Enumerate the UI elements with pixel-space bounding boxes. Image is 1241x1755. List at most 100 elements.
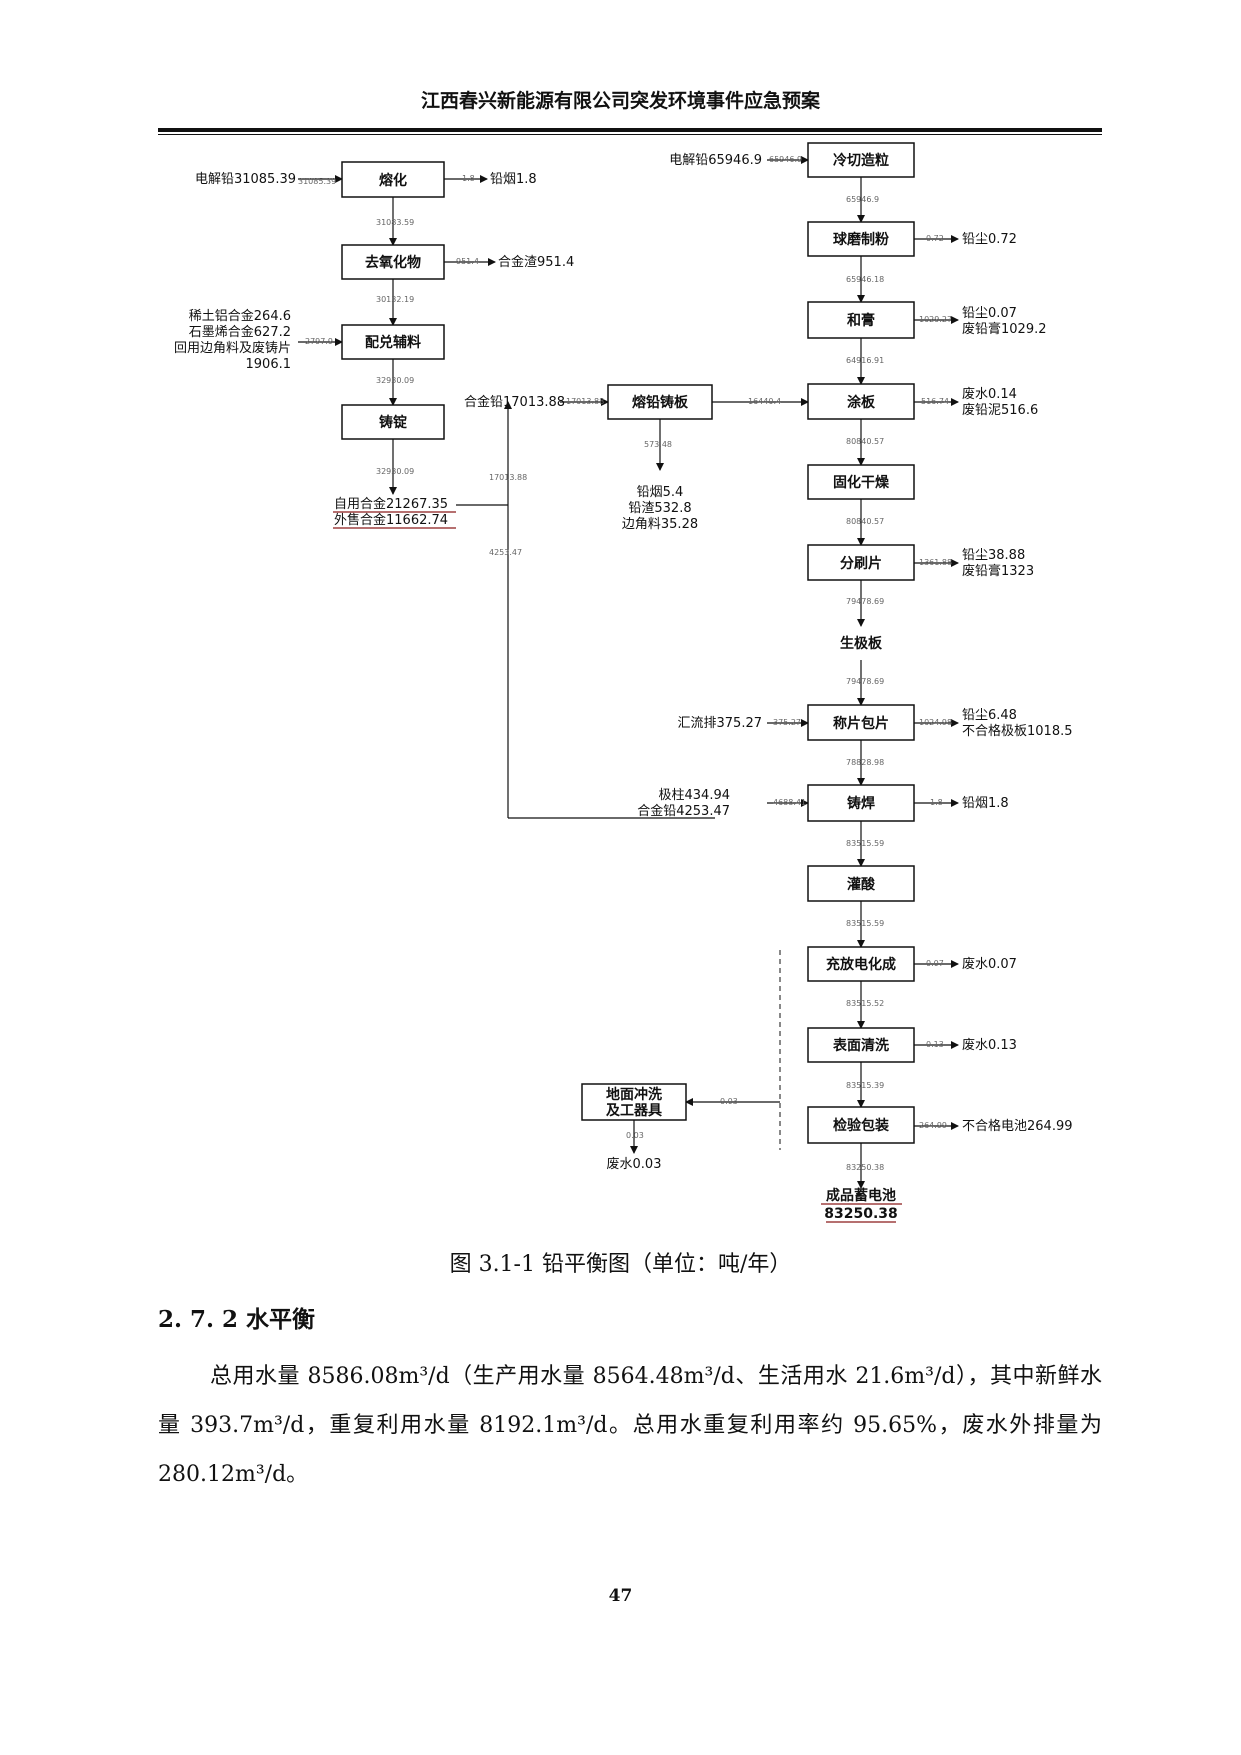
svg-text:31083.59: 31083.59 [376, 218, 414, 227]
input-mix-2: 石墨烯合金627.2 [189, 324, 291, 340]
svg-text:4253.47: 4253.47 [489, 548, 522, 557]
output-coat-1: 废水0.14 [962, 386, 1017, 402]
product-label: 成品蓄电池 [826, 1187, 896, 1204]
output-clean: 废水0.13 [962, 1037, 1017, 1053]
box-cut [807, 544, 915, 581]
svg-text:1.8: 1.8 [462, 174, 475, 183]
svg-text:1029.27: 1029.27 [919, 315, 952, 324]
box-cold-cut-label: 冷切造粒 [833, 152, 889, 169]
box-pack [807, 1106, 915, 1144]
box-wrap-label: 称片包片 [833, 715, 889, 732]
svg-text:516.74: 516.74 [921, 397, 949, 406]
svg-text:0.07: 0.07 [926, 959, 944, 968]
svg-text:83515.59: 83515.59 [846, 839, 884, 848]
sold-alloy: 外售合金11662.74 [334, 512, 448, 528]
output-cast-2: 铅渣532.8 [628, 501, 691, 516]
box-wrap [807, 704, 915, 741]
svg-text:65946.18: 65946.18 [846, 275, 884, 284]
output-ball-mill: 铅尘0.72 [962, 232, 1017, 247]
box-ground-label-1: 地面冲洗 [606, 1086, 662, 1103]
output-weld: 铅烟1.8 [962, 796, 1009, 811]
box-cold-cut [807, 142, 915, 178]
output-charge: 废水0.07 [962, 956, 1017, 972]
svg-text:80840.57: 80840.57 [846, 437, 884, 446]
raw-plate-label: 生极板 [840, 635, 883, 652]
input-weld-1: 极柱434.94 [659, 788, 731, 803]
figure-caption: 图 3.1-1 铅平衡图（单位：吨/年） [449, 1252, 792, 1277]
input-cold-cut: 电解铅65946.9 [669, 153, 762, 168]
output-melt: 铅烟1.8 [490, 172, 537, 187]
box-cure-label: 固化干燥 [833, 474, 890, 491]
box-coat [807, 383, 915, 420]
box-ball-mill-label: 球磨制粉 [833, 231, 889, 248]
svg-text:32930.09: 32930.09 [376, 467, 414, 476]
box-weld [807, 784, 915, 822]
box-paste-label: 和膏 [847, 312, 875, 329]
section-title: 2. 7. 2 水平衡 [158, 1306, 316, 1333]
svg-text:65946.9: 65946.9 [846, 195, 879, 204]
box-melt-label: 熔化 [379, 172, 407, 189]
output-paste-2: 废铅膏1029.2 [962, 321, 1047, 337]
input-weld-2: 合金铅4253.47 [637, 803, 730, 819]
svg-text:573.48: 573.48 [644, 440, 672, 449]
body-paragraph: 总用水量 8586.08m³/d（生产用水量 8564.48m³/d、生活用水 … [158, 1364, 1102, 1487]
box-ground-label-2: 及工器具 [606, 1103, 662, 1119]
svg-text:1.8: 1.8 [930, 798, 943, 807]
box-pack-label: 检验包装 [833, 1117, 890, 1134]
svg-text:83515.59: 83515.59 [846, 919, 884, 928]
output-ground: 废水0.03 [607, 1156, 662, 1172]
svg-text:31085.39: 31085.39 [298, 177, 336, 186]
box-coat-label: 涂板 [847, 394, 876, 411]
svg-text:0.72: 0.72 [926, 234, 944, 243]
output-wrap-1: 铅尘6.48 [962, 708, 1017, 723]
output-oxide: 合金渣951.4 [498, 254, 574, 270]
box-ingot [341, 404, 445, 440]
svg-text:16440.4: 16440.4 [748, 397, 781, 406]
output-cast-1: 铅烟5.4 [637, 485, 684, 500]
input-cast-plate: 合金铅17013.88 [464, 394, 565, 410]
input-mix-3: 回用边角料及废铸片 [174, 340, 291, 356]
input-wrap: 汇流排375.27 [678, 716, 763, 731]
box-acid [807, 865, 915, 902]
svg-text:951.4: 951.4 [456, 257, 479, 266]
box-cut-label: 分刷片 [840, 555, 882, 572]
page-number: 47 [608, 1586, 633, 1606]
output-wrap-2: 不合格极板1018.5 [962, 723, 1073, 739]
box-oxide [341, 244, 445, 280]
svg-text:0.13: 0.13 [926, 1040, 944, 1049]
input-mix-4: 1906.1 [246, 357, 292, 372]
svg-text:78828.98: 78828.98 [846, 758, 884, 767]
svg-text:1024.98: 1024.98 [919, 718, 952, 727]
box-ball-mill [807, 221, 915, 257]
page-header: 江西春兴新能源有限公司突发环境事件应急预案 [420, 90, 820, 112]
svg-text:83515.52: 83515.52 [846, 999, 884, 1008]
input-mix-1: 稀土铝合金264.6 [189, 308, 291, 324]
svg-text:80840.57: 80840.57 [846, 517, 884, 526]
box-melt [341, 161, 445, 198]
svg-text:83250.38: 83250.38 [846, 1163, 884, 1172]
svg-text:2797.9: 2797.9 [305, 337, 333, 346]
input-melt: 电解铅31085.39 [195, 172, 296, 187]
svg-text:264.99: 264.99 [919, 1121, 947, 1130]
svg-text:1361.88: 1361.88 [919, 558, 952, 567]
header-rule-thick [158, 128, 1102, 132]
box-paste [807, 301, 915, 339]
box-oxide-label: 去氧化物 [365, 254, 421, 271]
product-value: 83250.38 [824, 1206, 898, 1222]
box-ingot-label: 铸锭 [379, 414, 407, 431]
output-cut-2: 废铅膏1323 [962, 563, 1034, 579]
box-clean-label: 表面清洗 [832, 1037, 889, 1054]
svg-text:79478.69: 79478.69 [846, 677, 884, 686]
box-acid-label: 灌酸 [847, 876, 876, 893]
box-cast-plate [607, 384, 713, 420]
box-mix-label: 配兑辅料 [365, 334, 421, 351]
svg-text:0.03: 0.03 [626, 1131, 644, 1140]
box-mix [341, 324, 445, 360]
output-paste-1: 铅尘0.07 [962, 306, 1017, 321]
self-use-alloy: 自用合金21267.35 [334, 496, 448, 512]
svg-text:17013.88: 17013.88 [489, 473, 527, 482]
svg-text:83515.39: 83515.39 [846, 1081, 884, 1090]
svg-text:4688.41: 4688.41 [773, 798, 806, 807]
output-coat-2: 废铅泥516.6 [962, 402, 1038, 418]
svg-text:65946.9: 65946.9 [769, 155, 802, 164]
